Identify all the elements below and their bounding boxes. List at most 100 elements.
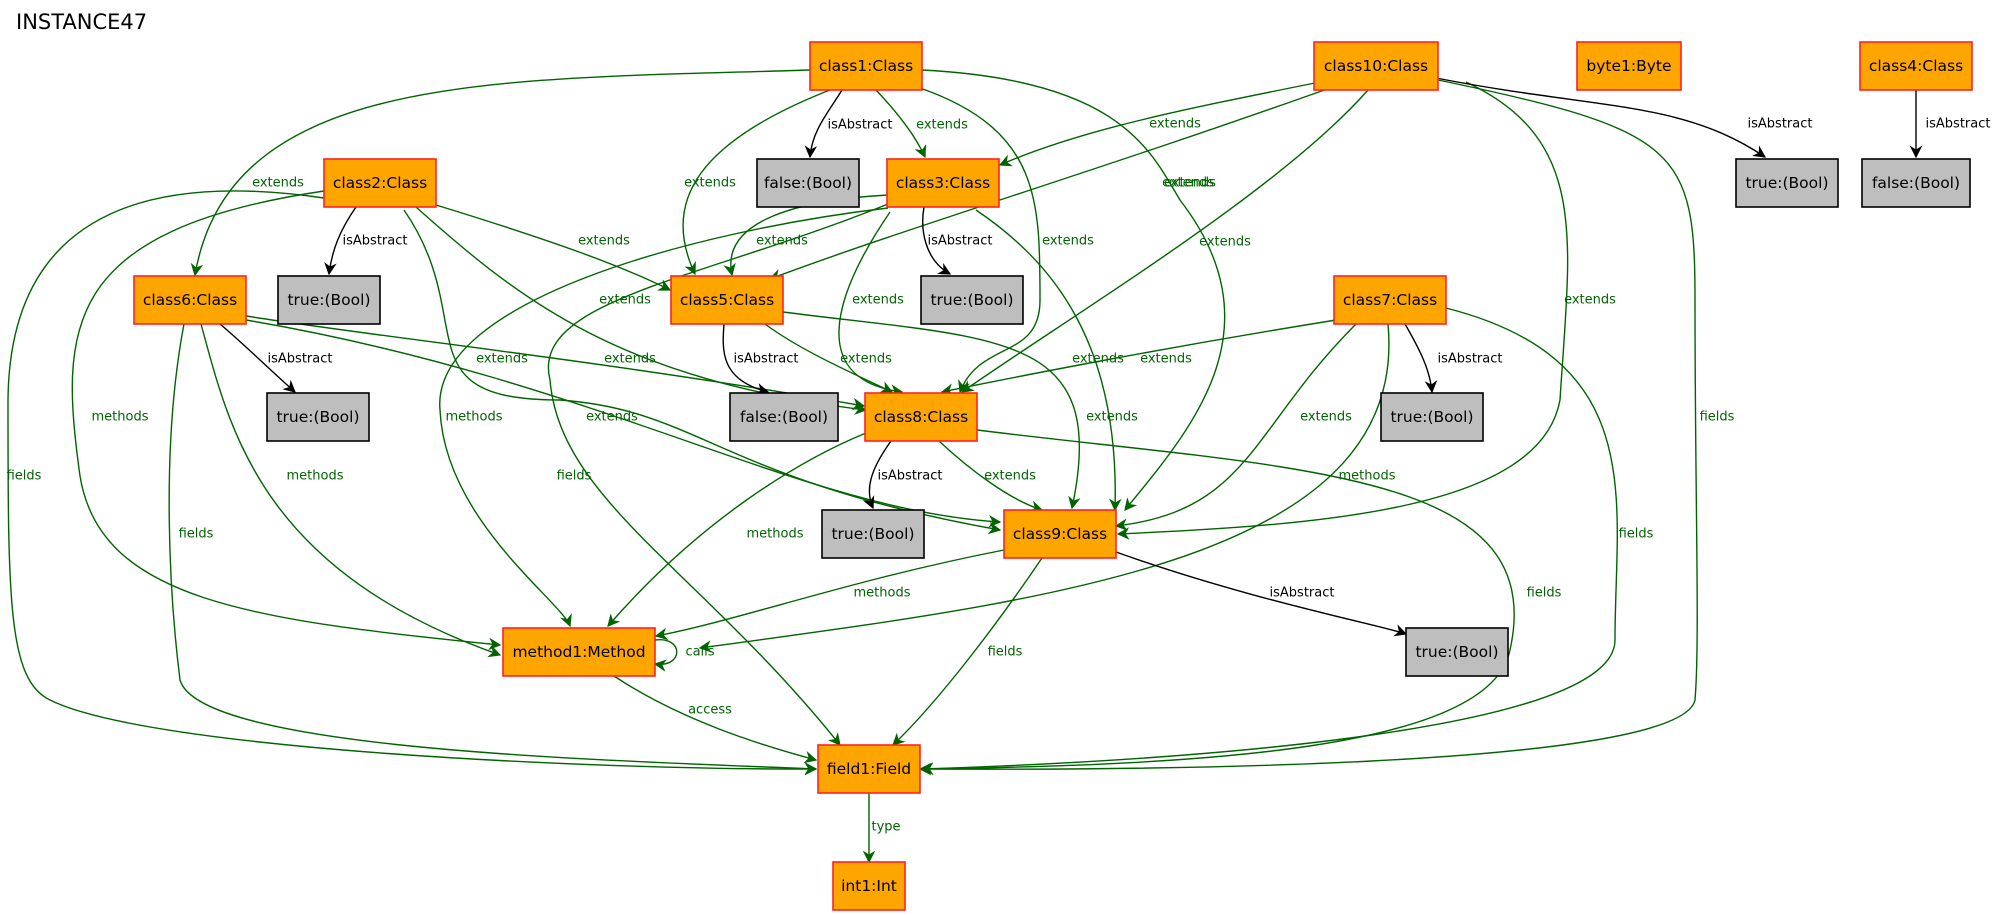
node-box: [1405, 627, 1509, 677]
edge-class3-fields-field1: [547, 203, 889, 746]
edge-label-extends: extends: [984, 469, 1036, 484]
node-box: [886, 158, 1000, 208]
node-class2[interactable]: class2:Class: [323, 158, 437, 208]
node-t_c2[interactable]: true:(Bool): [277, 275, 381, 325]
node-t_c8[interactable]: true:(Bool): [821, 509, 925, 559]
edge-class1-extends-class9: [921, 69, 1226, 511]
node-label: class10:Class: [1324, 57, 1428, 75]
edge-label-extends: extends: [1086, 410, 1138, 425]
node-t_c3[interactable]: true:(Bool): [920, 275, 1024, 325]
edge-label-isAbstract: isAbstract: [828, 118, 893, 133]
edge-label-type: type: [871, 820, 900, 835]
edge-label-isAbstract: isAbstract: [1926, 117, 1991, 132]
edge-class10-fields-field1: [918, 79, 1698, 776]
edge-label-extends: extends: [578, 234, 630, 249]
edge-label-calls: calls: [685, 645, 714, 660]
edge-label-fields: fields: [1527, 586, 1562, 601]
node-label: true:(Bool): [1390, 408, 1473, 426]
edge-label-extends: extends: [1199, 235, 1251, 250]
nodes-layer: class1:Class class10:Class byte1:Byte class…: [133, 41, 1973, 911]
edge-class1-isAbstract-f_c1: [804, 89, 843, 159]
node-box: [817, 744, 921, 794]
node-field1[interactable]: field1:Field: [817, 744, 921, 794]
node-label: true:(Bool): [930, 291, 1013, 309]
node-byte1[interactable]: byte1:Byte: [1576, 41, 1682, 91]
node-t_c9[interactable]: true:(Bool): [1405, 627, 1509, 677]
edge-class5-isAbstract-f_c5: [722, 323, 770, 396]
node-label: int1:Int: [841, 877, 897, 895]
node-t_c10[interactable]: true:(Bool): [1735, 158, 1839, 208]
node-class10[interactable]: class10:Class: [1313, 41, 1439, 91]
edge-class10-isAbstract-t_c10: [1435, 77, 1767, 158]
edge-class6-fields-field1: [168, 323, 818, 775]
edge-class2-extends-class5: [435, 204, 672, 291]
node-box: [864, 392, 978, 442]
edge-label-extends: extends: [476, 352, 528, 367]
edge-label-extends: extends: [1072, 352, 1124, 367]
edge-class5-extends-class8: [764, 323, 894, 393]
edge-label-isAbstract: isAbstract: [878, 469, 943, 484]
node-class3[interactable]: class3:Class: [886, 158, 1000, 208]
edge-class7-methods-method1: [698, 323, 1390, 653]
edge-method1-access-field1: [613, 675, 818, 764]
node-class4[interactable]: class4:Class: [1859, 41, 1973, 91]
edge-label-extends: extends: [599, 293, 651, 308]
edge-class3-methods-method1: [439, 207, 889, 628]
edge-class5-extends-class9: [782, 311, 1081, 510]
edges-layer: extends isAbstract extends extends extends ex…: [7, 69, 1991, 864]
node-box: [1003, 509, 1117, 559]
edge-label-extends: extends: [252, 176, 304, 191]
node-label: true:(Bool): [1745, 174, 1828, 192]
edge-class1-extends-class3: [875, 89, 927, 159]
edge-class7-fields-field1: [920, 307, 1618, 775]
edge-class7-extends-class8: [940, 319, 1337, 396]
edge-label-methods: methods: [287, 469, 344, 484]
node-box: [1861, 158, 1971, 208]
node-class5[interactable]: class5:Class: [670, 275, 784, 325]
node-method1[interactable]: method1:Method: [502, 627, 656, 677]
node-f_c5[interactable]: false:(Bool): [729, 392, 839, 442]
edge-class3-extends-class9: [975, 209, 1122, 512]
edge-label-extends: extends: [1042, 234, 1094, 249]
edge-label-isAbstract: isAbstract: [1748, 117, 1813, 132]
node-class8[interactable]: class8:Class: [864, 392, 978, 442]
edge-class9-fields-field1: [892, 557, 1043, 746]
node-label: false:(Bool): [740, 408, 828, 426]
node-t_c6[interactable]: true:(Bool): [266, 392, 370, 442]
edge-label-isAbstract: isAbstract: [268, 352, 333, 367]
edge-label-fields: fields: [7, 469, 42, 484]
edge-label-access: access: [688, 703, 732, 718]
node-label: class5:Class: [680, 291, 774, 309]
edge-label-extends: extends: [852, 293, 904, 308]
edge-label-extends: extends: [604, 352, 656, 367]
edge-label-extends: extends: [756, 234, 808, 249]
node-class6[interactable]: class6:Class: [133, 275, 247, 325]
node-int1[interactable]: int1:Int: [832, 861, 906, 911]
node-label: true:(Bool): [831, 525, 914, 543]
node-class1[interactable]: class1:Class: [809, 41, 923, 91]
edge-class7-extends-class9: [1114, 323, 1357, 531]
node-box: [809, 41, 923, 91]
edge-label-extends: extends: [1164, 176, 1216, 191]
node-box: [1735, 158, 1839, 208]
node-label: class2:Class: [333, 174, 427, 192]
node-box: [756, 158, 860, 208]
node-box: [832, 861, 906, 911]
edge-label-extends: extends: [916, 118, 968, 133]
edge-class1-extends-class6: [190, 69, 811, 277]
node-t_c7[interactable]: true:(Bool): [1380, 392, 1484, 442]
edge-class3-extends-class8: [838, 211, 904, 397]
edge-label-extends: extends: [1300, 410, 1352, 425]
edge-label-isAbstract: isAbstract: [928, 234, 993, 249]
node-box: [277, 275, 381, 325]
node-class9[interactable]: class9:Class: [1003, 509, 1117, 559]
node-box: [1576, 41, 1682, 91]
node-f_c4[interactable]: false:(Bool): [1861, 158, 1971, 208]
edge-label-isAbstract: isAbstract: [734, 352, 799, 367]
node-class7[interactable]: class7:Class: [1333, 275, 1447, 325]
node-label: class7:Class: [1343, 291, 1437, 309]
edge-label-fields: fields: [1700, 410, 1735, 425]
node-f_c1[interactable]: false:(Bool): [756, 158, 860, 208]
node-box: [266, 392, 370, 442]
edge-label-fields: fields: [1619, 527, 1654, 542]
